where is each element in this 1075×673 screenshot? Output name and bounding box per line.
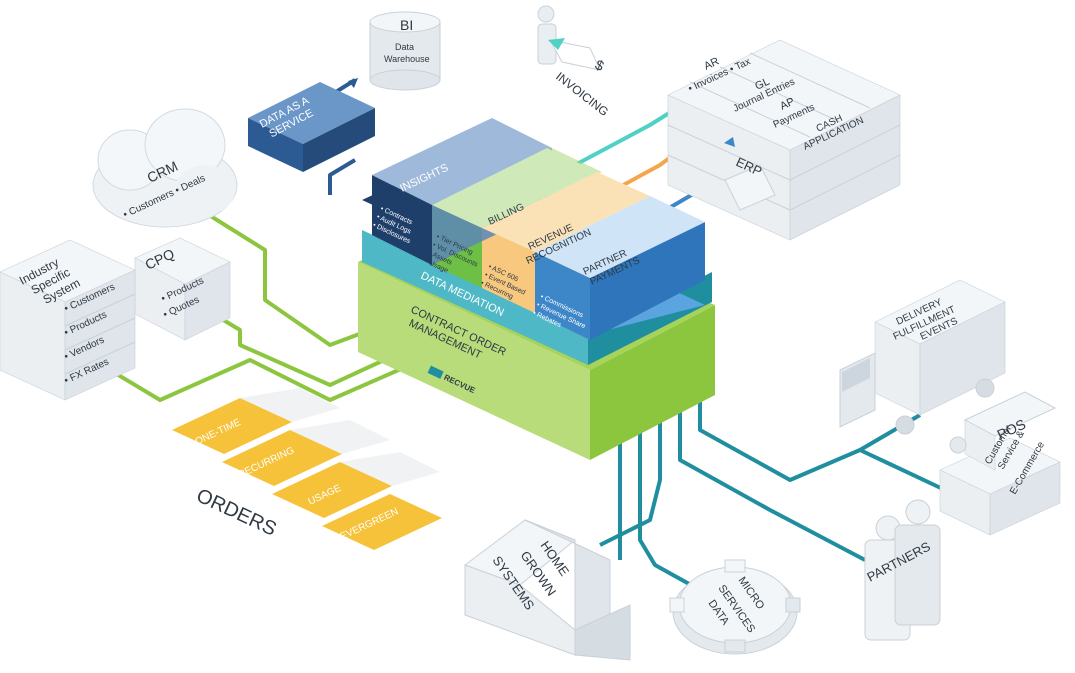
order-card-usage [272,452,440,518]
invoicing-person-icon [537,5,601,71]
crm-cloud [92,108,238,228]
bi-line2: Warehouse [384,54,430,64]
order-card-recurring [222,420,390,486]
invoicing-arrow-head [548,38,565,50]
bi-title: BI [400,17,413,33]
erp-ar-title: AR [702,55,721,72]
micro-services-gear-icon [669,559,801,655]
bi-line1: Data [395,42,414,52]
central-platform [358,118,715,460]
order-card-evergreen [322,494,442,550]
delivery-truck [839,279,1006,435]
home-grown-house [463,519,631,661]
partners-people-icon [864,499,941,641]
order-card-one-time [172,388,340,454]
pos-terminal [939,391,1061,536]
erp-arrow-head [724,137,735,147]
data-as-a-service-block [248,82,375,172]
invoicing-label: INVOICING [553,69,611,119]
erp-gl-title: GL [753,76,771,93]
erp-stack [667,39,901,241]
orders-title: ORDERS [193,485,280,541]
orders-stack [172,388,442,550]
bi-data-warehouse [369,11,441,91]
erp-ap-title: AP [778,96,796,113]
recvue-logo-mark [427,365,444,379]
industry-specific-system [0,239,136,401]
